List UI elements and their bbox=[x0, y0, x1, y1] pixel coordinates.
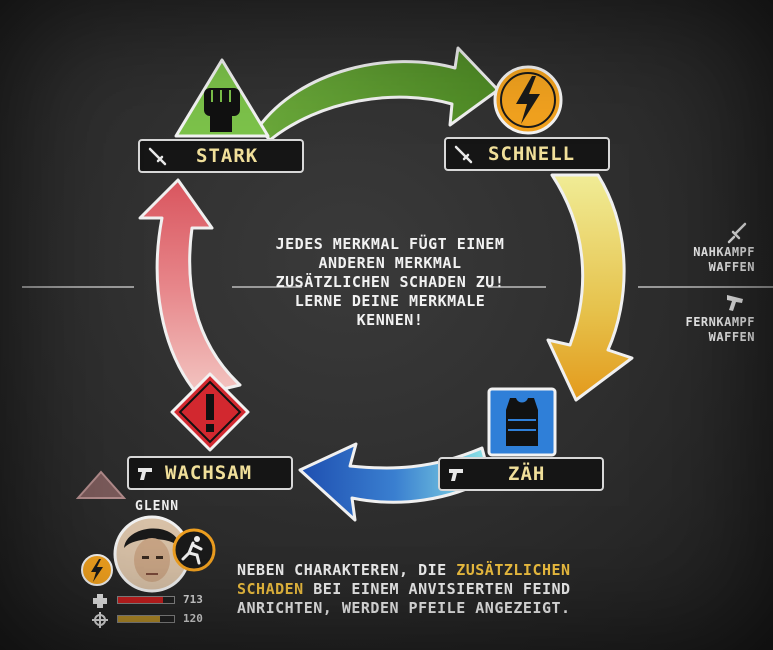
trait-zaeh[interactable]: ZÄH bbox=[438, 457, 604, 491]
hint-text: NEBEN CHARAKTEREN, DIE bbox=[237, 561, 457, 579]
legend-ranged: FERNKAMPF WAFFEN bbox=[645, 315, 755, 345]
explanation-line: JEDES MERKMAL FÜGT EINEM bbox=[275, 235, 505, 253]
crosshair-icon bbox=[92, 612, 108, 628]
trait-stark[interactable]: STARK bbox=[138, 139, 304, 173]
trait-zaeh-label: ZÄH bbox=[508, 463, 546, 485]
melee-weapon-icon bbox=[727, 222, 747, 244]
vest-icon bbox=[487, 387, 557, 457]
legend-melee-line: WAFFEN bbox=[708, 260, 755, 274]
explanation-line: KENNEN! bbox=[356, 311, 424, 329]
divider-center-left bbox=[232, 286, 302, 288]
legend-ranged-line: FERNKAMPF bbox=[685, 315, 755, 329]
trait-explanation: JEDES MERKMAL FÜGT EINEM ANDEREN MERKMAL… bbox=[245, 235, 535, 330]
trait-wachsam-label: WACHSAM bbox=[165, 462, 253, 484]
character-name: GLENN bbox=[135, 499, 180, 514]
health-icon bbox=[93, 594, 107, 608]
arrow-stark-to-schnell bbox=[256, 46, 500, 142]
legend-melee: NAHKAMPF WAFFEN bbox=[655, 245, 755, 275]
melee-weapon-icon bbox=[454, 145, 473, 164]
trait-schnell[interactable]: SCHNELL bbox=[444, 137, 610, 171]
explanation-line: ANDEREN MERKMAL bbox=[318, 254, 462, 272]
divider-center-right bbox=[488, 286, 546, 288]
divider-left bbox=[22, 286, 134, 288]
chevron-up-icon[interactable] bbox=[76, 470, 126, 502]
lightning-icon bbox=[81, 554, 113, 586]
lightning-icon bbox=[493, 65, 563, 135]
arrow-schnell-to-zaeh bbox=[546, 173, 634, 402]
ranged-weapon-icon bbox=[449, 469, 463, 481]
legend-melee-line: NAHKAMPF bbox=[693, 245, 755, 259]
trait-wachsam[interactable]: WACHSAM bbox=[127, 456, 293, 490]
melee-weapon-icon bbox=[148, 147, 167, 166]
ranged-weapon-icon bbox=[138, 468, 152, 480]
health-bar-fill bbox=[118, 597, 163, 603]
health-value: 713 bbox=[183, 593, 203, 606]
explanation-line: ZUSÄTZLICHEN SCHADEN ZU! bbox=[275, 273, 505, 291]
legend-ranged-line: WAFFEN bbox=[708, 330, 755, 344]
hint-text: BEI EINEM ANVISIERTEN FEIND ANRICHTEN, W… bbox=[237, 580, 571, 617]
character-portrait[interactable] bbox=[112, 514, 192, 594]
alert-icon bbox=[170, 372, 250, 452]
trait-stark-label: STARK bbox=[196, 145, 259, 167]
running-class-icon bbox=[172, 528, 216, 572]
ammo-bar bbox=[117, 615, 175, 623]
arrow-wachsam-to-stark bbox=[138, 178, 242, 397]
ranged-weapon-icon bbox=[727, 295, 743, 311]
divider-right bbox=[638, 286, 773, 288]
arrow-hint-text: NEBEN CHARAKTEREN, DIE ZUSÄTZLICHEN SCHA… bbox=[237, 561, 597, 618]
ammo-bar-fill bbox=[118, 616, 160, 622]
trait-schnell-label: SCHNELL bbox=[488, 143, 576, 165]
hint-highlight: ZUSÄTZLICHEN SCHADEN bbox=[237, 561, 571, 598]
ammo-value: 120 bbox=[183, 612, 203, 625]
fist-icon bbox=[174, 58, 270, 138]
health-bar bbox=[117, 596, 175, 604]
explanation-line: LERNE DEINE MERKMALE bbox=[294, 292, 486, 310]
